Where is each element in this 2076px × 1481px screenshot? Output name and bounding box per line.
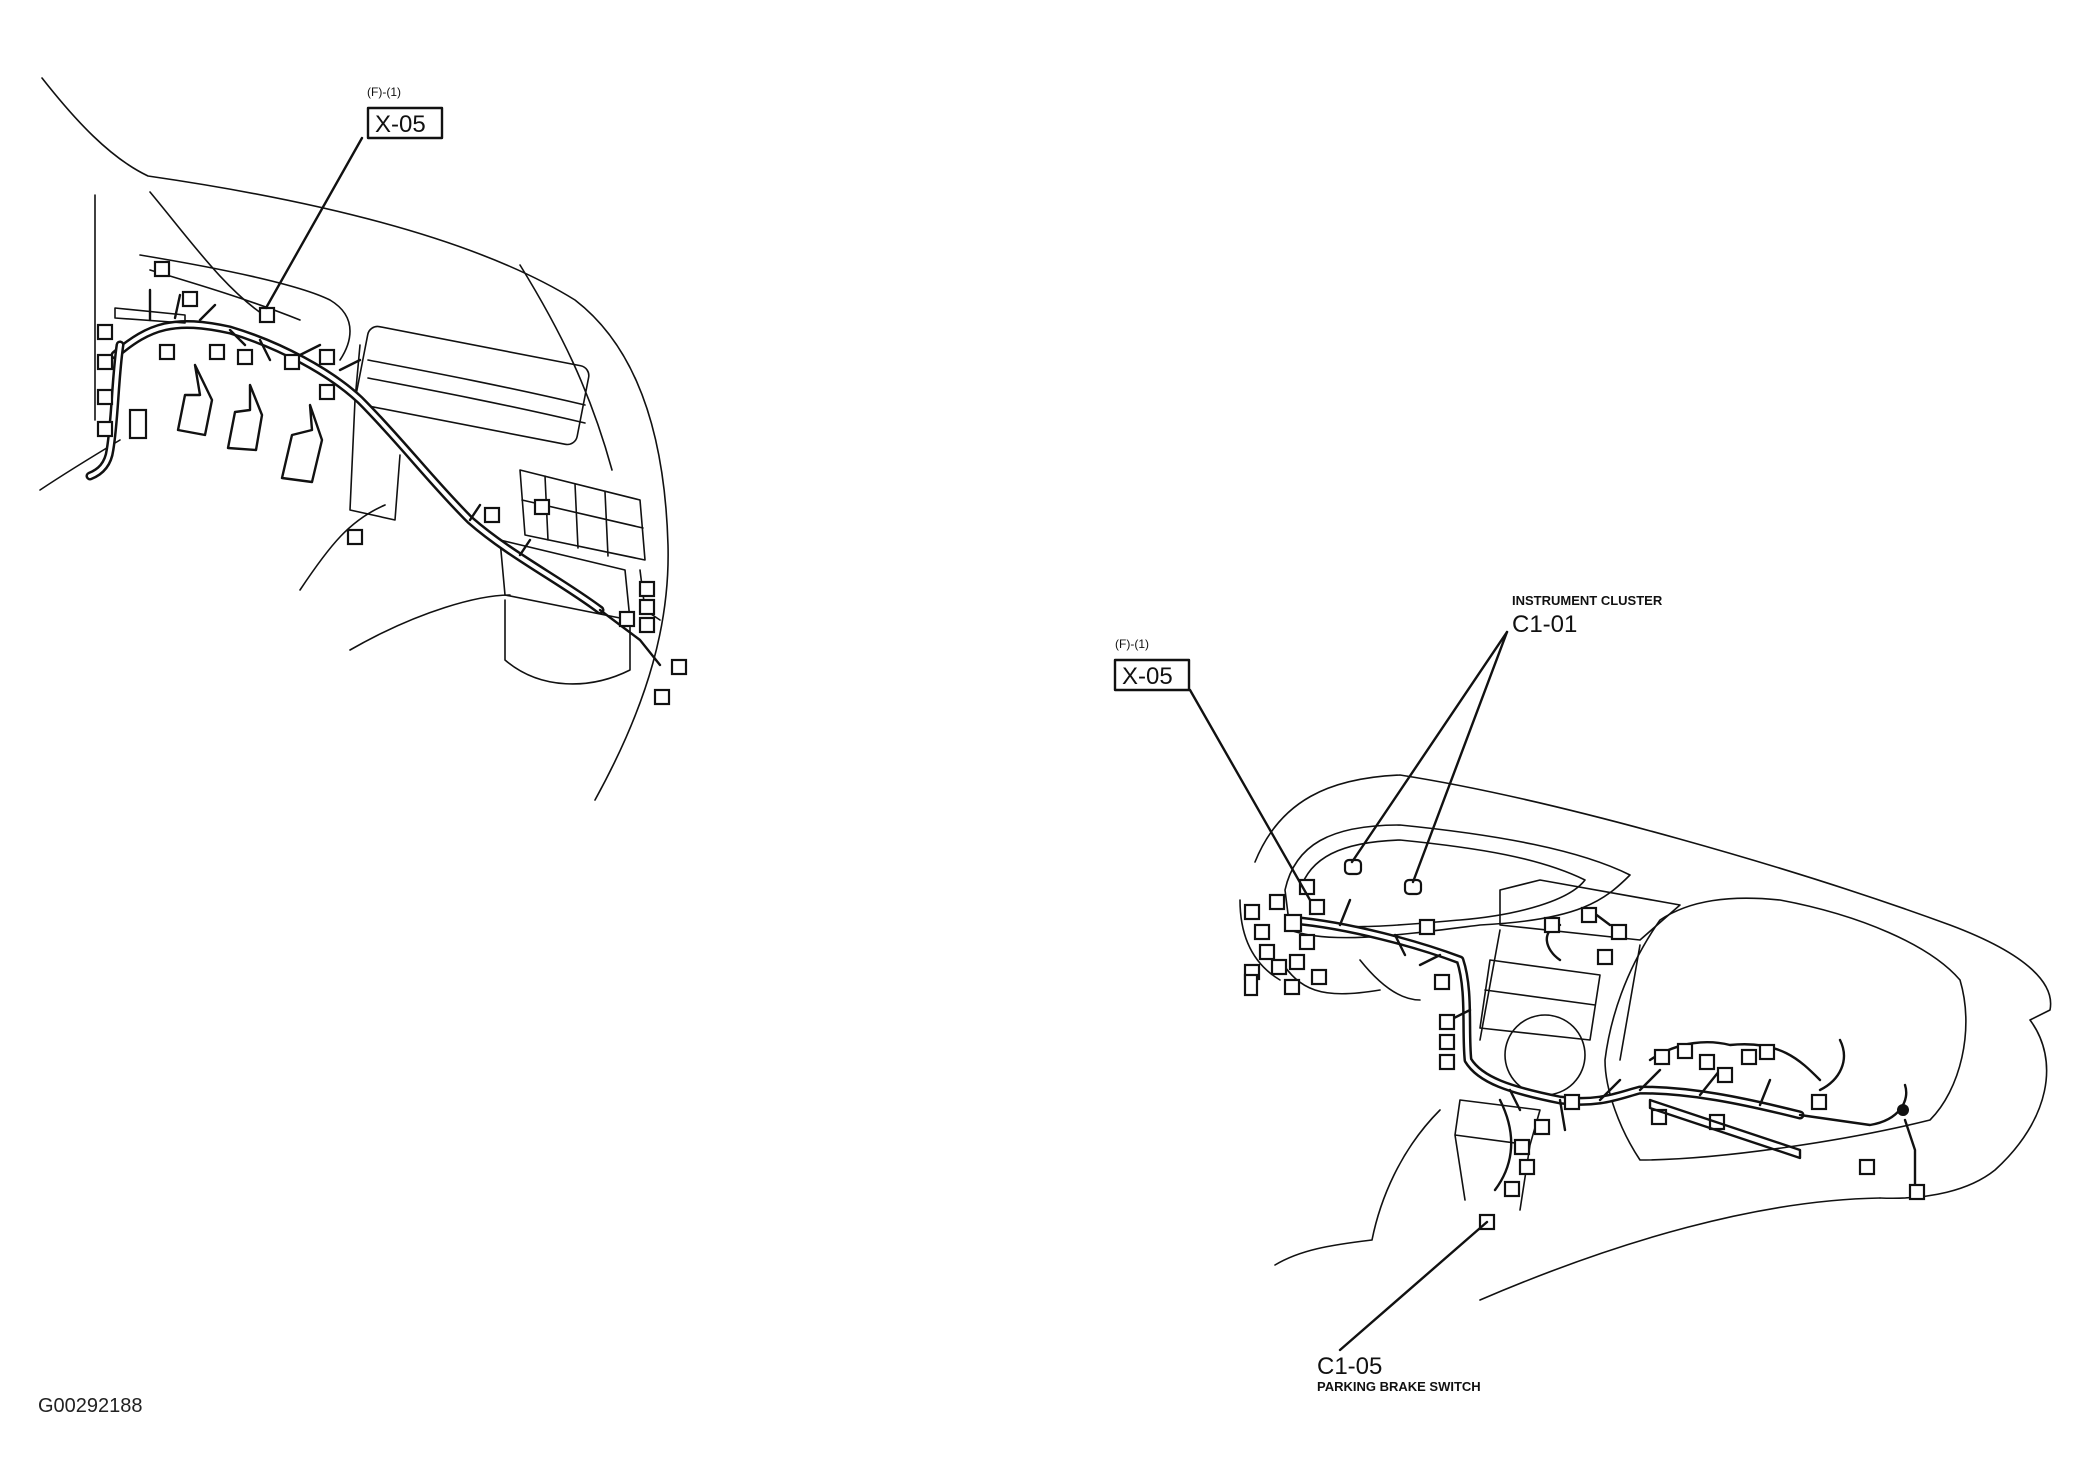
left-lower-dash [299, 504, 386, 591]
left-console-tunnel [504, 599, 631, 685]
left-glovebox-rib2 [367, 377, 586, 424]
left-dash-top [139, 254, 351, 361]
left-windshield-inner [519, 264, 613, 471]
right-c105-label: C1-05 [1317, 1353, 1382, 1380]
right-x05-leader [1188, 688, 1312, 902]
left-x05-leader [264, 136, 364, 310]
right-c101-leader-b [1411, 630, 1509, 884]
right-cluster-hood [1284, 824, 1631, 939]
right-c101-name: INSTRUMENT CLUSTER [1512, 593, 1663, 608]
left-a-pillar [149, 191, 269, 319]
left-harness-branches [148, 288, 662, 667]
right-x05-box [1113, 658, 1191, 692]
left-steering-column [114, 307, 186, 324]
right-view-instrument-panel [1113, 630, 2052, 1352]
right-x05-ref: (F)-(1) [1115, 637, 1149, 651]
left-glovebox-cover [355, 325, 590, 446]
right-cluster-bezel [1299, 839, 1586, 928]
right-center-stack [1479, 879, 1681, 1061]
left-pedal-2 [226, 383, 264, 452]
left-windshield-outline [41, 77, 669, 801]
right-c105-leader [1338, 1220, 1489, 1352]
left-floor-line [349, 594, 511, 651]
right-c101-label: C1-01 [1512, 611, 1577, 638]
right-dash-lower [1274, 1109, 1881, 1301]
left-connectors [96, 260, 688, 706]
right-glovebox [1604, 897, 1967, 1161]
left-heater-unit [349, 344, 401, 521]
right-dash-top-outline [1254, 774, 2052, 1200]
figure-id: G00292188 [38, 1395, 143, 1417]
left-glovebox-rib [367, 359, 586, 406]
left-dash-face [149, 269, 301, 321]
left-x05-ref: (F)-(1) [367, 85, 401, 99]
left-view-driver-side [39, 77, 688, 801]
right-main-harness [1285, 915, 1805, 1120]
right-harness-branches [1338, 898, 1917, 1192]
right-c101-leader-a [1350, 630, 1509, 864]
left-pedal-1 [176, 363, 214, 437]
right-ashtray [1504, 1014, 1586, 1096]
right-column-shroud [1359, 959, 1421, 1001]
right-connectors [1243, 858, 1926, 1231]
right-radio-bay [1479, 959, 1601, 1041]
right-x05-label: X-05 [1122, 663, 1173, 690]
right-trim-strip [1648, 1098, 1802, 1160]
left-pedal-3 [280, 403, 324, 484]
right-c105-name: PARKING BRAKE SWITCH [1317, 1379, 1481, 1394]
left-x05-label: X-05 [375, 111, 426, 138]
left-x05-box [366, 106, 444, 140]
